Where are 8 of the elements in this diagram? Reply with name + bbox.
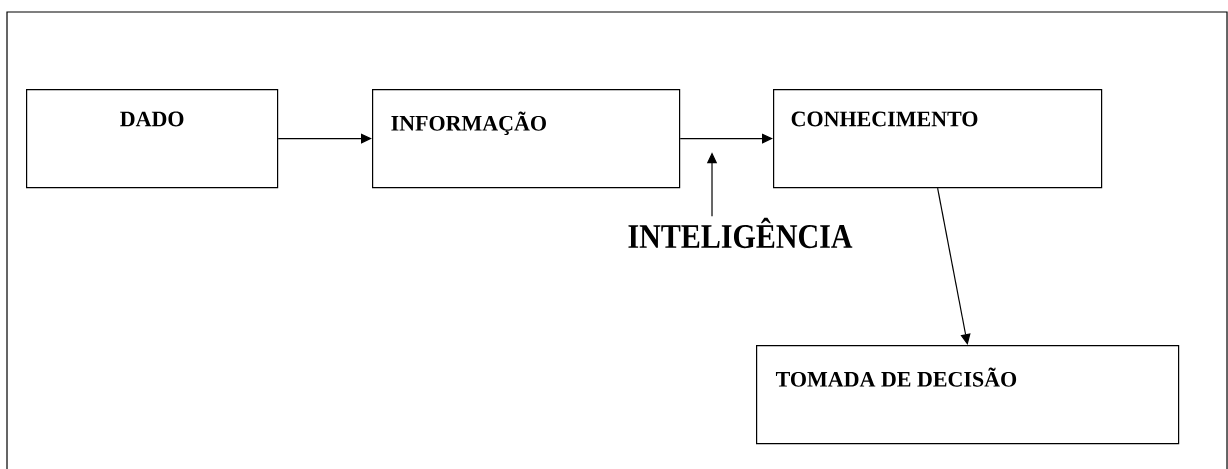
wordart-label: INTELIGÊNCIA <box>628 217 853 249</box>
arrow <box>277 133 372 144</box>
arrow <box>937 187 971 345</box>
arrow <box>679 133 773 144</box>
process-box: TOMADA DE DECISÃO <box>756 345 1180 445</box>
process-box: INFORMAÇÃO <box>372 89 681 189</box>
process-box: DADO <box>26 89 279 189</box>
process-box: CONHECIMENTO <box>773 89 1103 189</box>
